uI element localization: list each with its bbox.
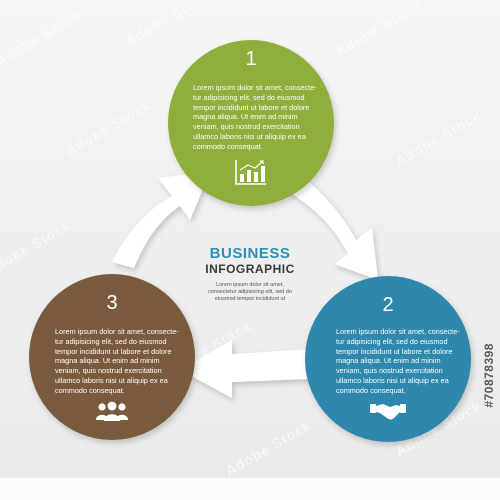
step-1-text-line: commodo consequat. [193,141,263,151]
step-1-circle [168,40,334,206]
handshake-icon [370,404,406,420]
step-1-text-line: ullamco laboris nisi ut aliquip ex ea [193,131,306,141]
arrow-1-to-2 [286,174,378,280]
stock-footer-bar [0,478,500,500]
center-title: BUSINESS [209,245,291,262]
step-3-text-line: magna aliqua. Ut enim ad minim [55,356,160,366]
people-group-icon [96,401,128,421]
step-3-number: 3 [106,292,118,314]
step-2-text-line: tempor incididunt ut labore et dolore [336,346,453,356]
step-2-text-line: Lorem ipsum dolor sit amet, consecte- [336,327,460,336]
center-subtitle: INFOGRAPHIC [205,262,295,276]
step-2-circle [305,276,471,442]
step-1-text-line: magna aliqua. Ut enim ad minim [193,112,298,122]
arrow-3-to-1 [112,172,210,268]
step-2-text-line: tur adipisicing elit, sed do eiusmod [336,336,448,346]
center-description: Lorem ipsum dolor sit amet, consectetur … [180,282,320,303]
step-2-text-line: magna aliqua. Ut enim ad minim [336,356,441,366]
step-3-description: Lorem ipsum dolor sit amet, consecte- tu… [55,327,179,396]
step-3-text-line: tur adipisicing elit, sed do eiusmod [55,336,167,346]
step-1-text-line: tur adipisicing elit, sed do eiusmod [193,92,305,102]
step-3-text-line: commodo consequat. [55,385,125,395]
step-1-description: Lorem ipsum dolor sit amet, consecte- tu… [193,83,317,152]
center-text-line: Lorem ipsum dolor sit amet, [216,282,284,288]
step-3-text-line: veniam, quis nostrud exercitation [55,366,162,376]
step-3-text-line: tempor incididunt ut labore et dolore [55,346,172,356]
arrow-2-to-3 [180,340,330,398]
step-2-text-line: commodo consequat. [336,385,406,395]
step-2-text-line: veniam, quis nostrud exercitation [336,366,443,376]
step-3-text-line: ullamco laboris nisi ut aliquip ex ea [55,375,168,385]
step-2-text-line: ullamco laboris nisi ut aliquip ex ea [336,375,449,385]
bar-chart-icon [235,160,266,185]
stock-id: #70878398 [482,343,496,408]
center-text-line: consectetur adipisicing elit, sed do [208,289,292,295]
step-1-text-line: tempor incididunt ut labore et dolore [193,102,310,112]
step-1-text-line: veniam, quis nostrud exercitation [193,122,300,132]
step-1-text-line: Lorem ipsum dolor sit amet, consecte- [193,83,317,92]
center-text-line: eiusmod tempor incididunt ut [214,296,286,302]
step-3-circle [29,274,195,440]
step-3-text-line: Lorem ipsum dolor sit amet, consecte- [55,327,179,336]
step-1-number: 1 [245,48,257,70]
step-2-description: Lorem ipsum dolor sit amet, consecte- tu… [336,327,460,396]
step-2-number: 2 [382,294,394,316]
center-heading: BUSINESS INFOGRAPHIC Lorem ipsum dolor s… [180,246,320,303]
